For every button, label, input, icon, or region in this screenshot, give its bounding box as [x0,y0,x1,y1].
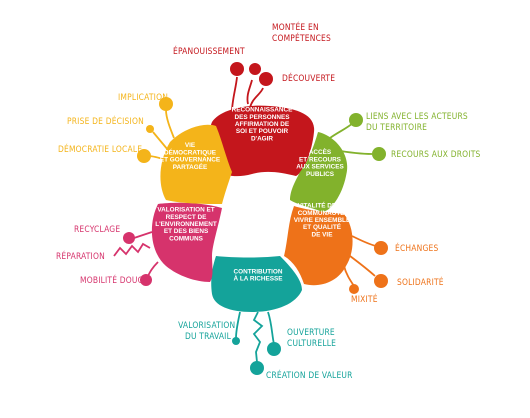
petal-line: RECONNAISSANCE [232,107,293,114]
label-echanges: ÉCHANGES [395,242,438,253]
bud-montee [249,63,261,75]
bud-echanges [374,241,388,255]
petal-line: AFFIRMATION DE [235,121,290,128]
bud-creation [250,361,264,375]
petal-line: PARTAGÉE [173,162,208,171]
petal-valorisation [151,202,222,282]
petal-line: ET DES BIENS [164,228,209,235]
petal-line: VIE [185,142,196,149]
bud-recours [372,147,386,161]
label-ouverture: OUVERTURE CULTURELLE [287,327,338,348]
label-liens: LIENS AVEC LES ACTEURS DU TERRITOIRE [366,111,470,132]
label-recyclage: RECYCLAGE [74,224,120,234]
label-montee: MONTÉE EN COMPÉTENCES [272,21,331,43]
petal-line: COMMUNAUTÉ, [298,208,347,217]
petal-line: VALORISATION ET [157,207,214,214]
petal-vitalite [284,206,353,286]
petal-line: DE VIE [312,231,334,238]
bud-epanouissement [230,62,244,76]
label-mixite: MIXITÉ [351,293,378,304]
bud-democratie [137,149,151,163]
label-mobilite: MOBILITÉ DOUCE [80,274,148,285]
petal-line: ACCÈS [309,147,332,156]
red-stems [231,76,264,113]
petal-line: DÉMOCRATIQUE [164,147,217,156]
petal-line: L'ENVIRONNEMENT [155,221,217,228]
bud-decouverte [259,72,273,86]
petal-line: À LA RICHESSE [233,274,283,283]
label-solidarite: SOLIDARITÉ [397,276,444,287]
petal-line: ET QUALITÉ [303,222,342,231]
bud-mobilite [140,274,152,286]
label-valorisation-travail: VALORISATION DU TRAVAIL [178,320,238,341]
bud-recyclage [123,232,135,244]
petal-line: PUBLICS [306,171,335,178]
petal-line: D'AGIR [251,135,273,142]
bud-implication [159,97,173,111]
bud-ouverture [267,342,281,356]
petal-line: SOI ET POUVOIR [236,128,289,135]
petal-line: COMMUNS [169,235,203,242]
label-decouverte: DÉCOUVERTE [282,72,335,83]
pink-stems [113,231,159,277]
label-epanouissement: ÉPANOUISSEMENT [173,45,245,56]
label-implication: IMPLICATION [118,92,168,102]
petal-contribution [211,256,302,312]
petal-acces [290,132,348,212]
petal-reconnaissance [209,105,315,177]
petal-line: DES PERSONNES [234,114,290,121]
teal-stems [235,311,275,363]
bud-solidarite [374,274,388,288]
bud-liens [349,113,363,127]
label-democratie: DÉMOCRATIE LOCALE [58,143,142,154]
petal-line: CONTRIBUTION [234,268,283,275]
petal-line: RESPECT DE [166,214,208,221]
petal-line: ET RECOURS [299,156,342,163]
label-creation: CRÉATION DE VALEUR [266,369,353,380]
petal-line: VIVRE ENSEMBLE [294,217,351,224]
label-prise: PRISE DE DÉCISION [67,115,144,126]
bud-mixite [349,284,359,294]
label-reparation: RÉPARATION [56,250,105,261]
bud-valorisation-travail [232,337,240,345]
bud-prise [146,125,154,133]
petal-line: AUX SERVICES [296,164,344,171]
petal-vie [160,124,232,204]
label-recours: RECOURS AUX DROITS [391,149,481,159]
petal-line: ET GOUVERNANCE [160,157,221,164]
petal-line: VITALITÉ DE LA [298,201,347,210]
